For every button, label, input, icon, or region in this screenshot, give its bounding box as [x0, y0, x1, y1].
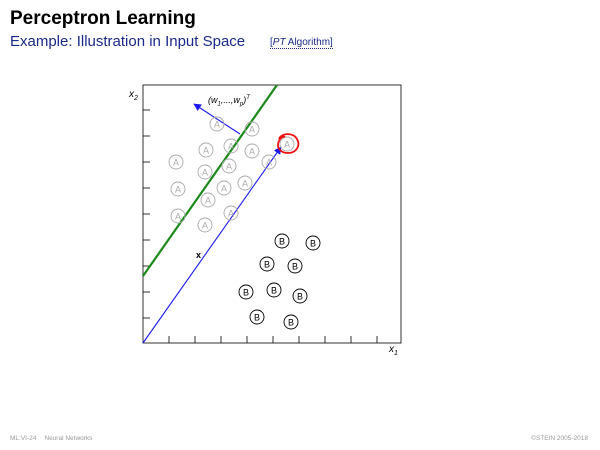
- decision-boundary-line: [142, 84, 278, 277]
- footer-copyright: ©STEIN 2005-2018: [531, 435, 588, 442]
- svg-text:B: B: [297, 292, 303, 302]
- y-axis-label: x2: [128, 89, 138, 102]
- class-b-point: B: [259, 256, 275, 272]
- class-b-point: B: [238, 284, 254, 300]
- point-x-label: x: [196, 250, 201, 260]
- class-b-point: B: [305, 235, 321, 251]
- class-a-point: A: [216, 180, 232, 196]
- svg-text:B: B: [271, 286, 277, 296]
- class-a-point: A: [244, 121, 260, 137]
- class-a-point: A: [170, 181, 186, 197]
- svg-text:B: B: [292, 262, 298, 272]
- svg-text:B: B: [310, 239, 316, 249]
- algorithm-link-rest: Algorithm: [285, 37, 331, 48]
- svg-text:B: B: [279, 237, 285, 247]
- footer-topic: Neural Networks: [44, 435, 93, 442]
- svg-text:A: A: [221, 184, 227, 194]
- svg-text:B: B: [254, 313, 260, 323]
- svg-text:A: A: [249, 147, 255, 157]
- algorithm-link-pt: PT: [272, 37, 286, 48]
- svg-text:A: A: [228, 142, 234, 152]
- class-a-point: A: [198, 142, 214, 158]
- class-a-point: A: [170, 208, 186, 224]
- class-a-point: A: [209, 116, 225, 132]
- x-axis-label: x1: [388, 344, 398, 357]
- highlight-circle: [277, 133, 300, 154]
- svg-text:B: B: [243, 288, 249, 298]
- class-b-point: B: [266, 282, 282, 298]
- svg-text:A: A: [202, 168, 208, 178]
- svg-text:A: A: [205, 196, 211, 206]
- svg-text:A: A: [228, 209, 234, 219]
- svg-text:A: A: [284, 140, 290, 150]
- class-b-points: B B B B B B B B B: [238, 233, 321, 330]
- svg-text:B: B: [288, 318, 294, 328]
- x-axis-ticks: [168, 336, 378, 343]
- weight-vector-arrow: [193, 103, 241, 135]
- svg-text:A: A: [266, 158, 272, 168]
- class-b-point: B: [249, 309, 265, 325]
- page-subtitle: Example: Illustration in Input Space: [10, 33, 246, 50]
- class-a-point: A: [237, 175, 253, 191]
- class-a-point: A: [197, 217, 213, 233]
- class-a-point: A: [197, 164, 213, 180]
- svg-text:A: A: [175, 212, 181, 222]
- class-a-point: A: [223, 205, 239, 221]
- class-a-point: A: [200, 192, 216, 208]
- class-b-point: B: [274, 233, 290, 249]
- class-a-point: A: [223, 138, 239, 154]
- class-a-point: A: [168, 154, 184, 170]
- svg-text:A: A: [203, 146, 209, 156]
- svg-text:A: A: [202, 221, 208, 231]
- svg-text:A: A: [214, 120, 220, 130]
- class-a-point: A: [221, 158, 237, 174]
- svg-text:B: B: [264, 260, 270, 270]
- svg-text:A: A: [242, 179, 248, 189]
- svg-text:A: A: [249, 125, 255, 135]
- pt-algorithm-link[interactable]: [PT Algorithm]: [270, 37, 333, 49]
- svg-text:A: A: [175, 185, 181, 195]
- input-vector-arrow: [142, 146, 282, 344]
- footer-left: ML:VI-24 Neural Networks: [10, 435, 92, 442]
- class-b-point: B: [292, 288, 308, 304]
- highlighted-class-a-point: A: [279, 136, 295, 152]
- footer-code: ML:VI-24: [10, 435, 37, 442]
- weight-vector-label: (w1,...,wp)T: [208, 95, 251, 108]
- class-a-point: A: [261, 154, 277, 170]
- svg-text:A: A: [173, 158, 179, 168]
- page-title: Perceptron Learning: [10, 8, 196, 29]
- class-b-point: B: [287, 258, 303, 274]
- svg-text:A: A: [226, 162, 232, 172]
- class-a-points: A A A A A A A A A A A A A A A A A: [168, 116, 295, 233]
- class-a-point: A: [244, 143, 260, 159]
- class-b-point: B: [283, 314, 299, 330]
- y-axis-ticks: [143, 109, 150, 319]
- plot-frame: [142, 84, 402, 344]
